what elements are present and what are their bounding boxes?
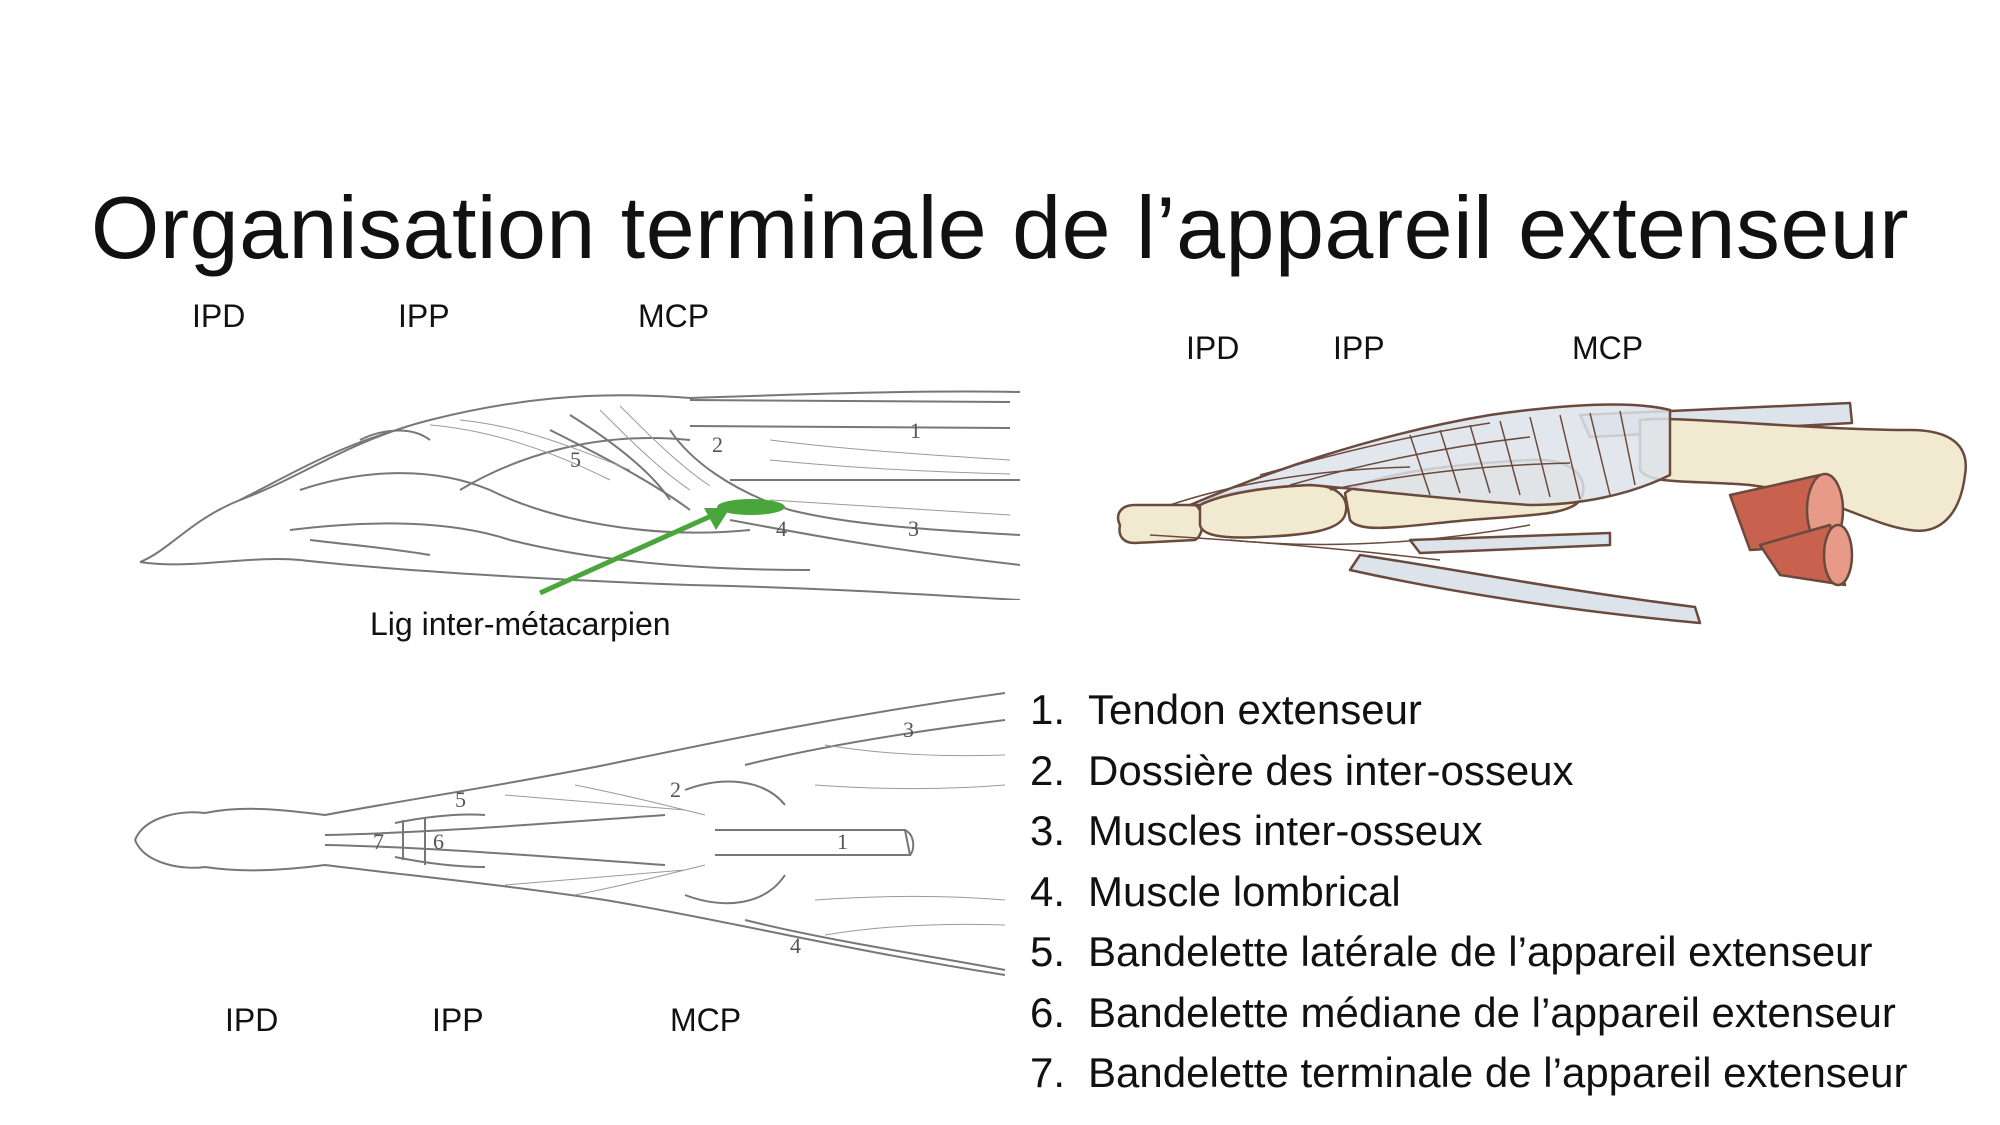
ligament-highlight (717, 499, 785, 515)
label-ipp-bottom-left: IPP (432, 1002, 484, 1038)
label-ipd-right: IPD (1186, 330, 1240, 366)
finger-dorsal-drawing: 1 2 3 4 5 6 7 (134, 692, 1006, 976)
drawing-number-5-top: 5 (570, 447, 581, 472)
label-mcp-right: MCP (1572, 330, 1644, 366)
arrow-head-icon (704, 508, 730, 530)
legend-item-1: 1.Tendon extenseur (1030, 686, 1422, 733)
annotation-lig-inter-metacarpien: Lig inter-métacarpien (370, 606, 671, 642)
legend-item-4: 4.Muscle lombrical (1030, 867, 1401, 915)
label-ipp-right: IPP (1333, 330, 1385, 366)
drawing-number-3-top: 3 (908, 516, 919, 541)
drawing-number-5-bottom: 5 (455, 787, 466, 812)
drawing-number-4-bottom: 4 (790, 933, 801, 958)
legend-item-7: 7.Bandelette terminale de l’appareil ext… (1030, 1049, 1908, 1096)
label-mcp-top-left: MCP (638, 298, 710, 334)
slide-title: Organisation terminale de l’appareil ext… (90, 177, 1910, 277)
legend-item-5: 5.Bandelette latérale de l’appareil exte… (1030, 928, 1873, 975)
finger-color-illustration (1116, 401, 1968, 625)
drawing-number-3-bottom: 3 (903, 717, 914, 742)
drawing-number-1-bottom: 1 (837, 829, 848, 854)
legend-item-3: 3.Muscles inter-osseux (1030, 807, 1483, 854)
drawing-number-7-bottom: 7 (373, 829, 384, 854)
drawing-number-2-top: 2 (712, 432, 723, 457)
annotation-arrow (538, 509, 722, 596)
drawing-number-2-bottom: 2 (670, 777, 681, 802)
label-mcp-bottom-left: MCP (670, 1002, 742, 1038)
legend-item-2: 2.Dossière des inter-osseux (1030, 746, 1574, 794)
legend-list: 1.Tendon extenseur 2.Dossière des inter-… (1030, 680, 1908, 1104)
finger-lateral-drawing: 1 2 3 4 5 (139, 390, 1021, 600)
label-ipd-bottom-left: IPD (225, 1002, 279, 1038)
label-ipd-top-left: IPD (192, 298, 246, 334)
drawing-number-4-top: 4 (776, 516, 787, 541)
drawing-number-1-top: 1 (910, 418, 921, 443)
drawing-number-6-bottom: 6 (433, 829, 444, 854)
label-ipp-top-left: IPP (398, 298, 450, 334)
legend-item-6: 6.Bandelette médiane de l’appareil exten… (1030, 988, 1896, 1036)
